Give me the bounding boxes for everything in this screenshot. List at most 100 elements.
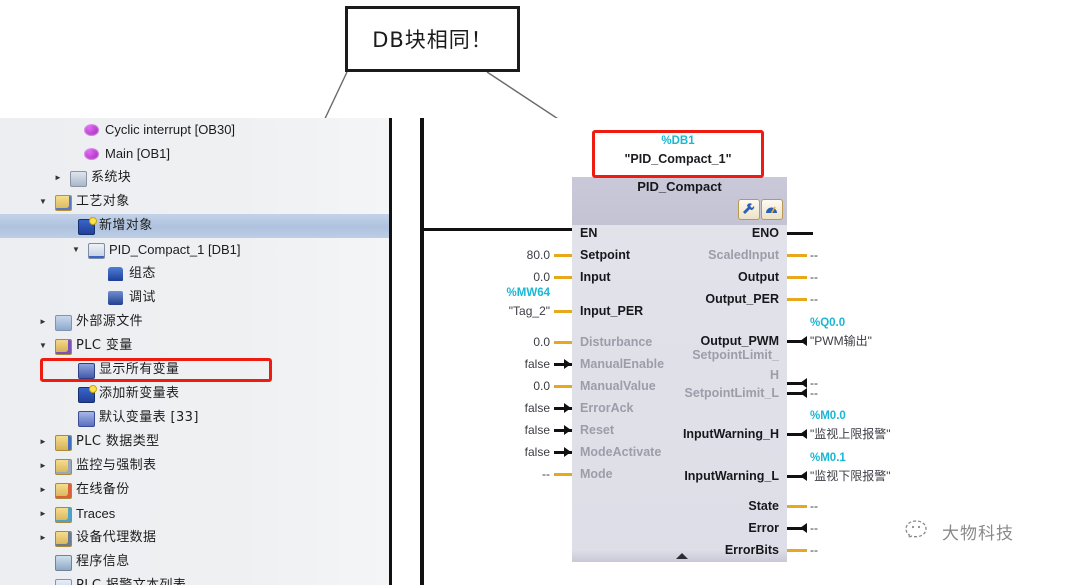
tree-item-label: 组态: [129, 266, 156, 281]
chevron-right-icon[interactable]: ►: [39, 317, 47, 326]
fb-output-pin-setpointlimit-h[interactable]: H: [769, 368, 779, 382]
project-tree-panel[interactable]: Cyclic interrupt [OB30]Main [OB1] ► 系统块 ▼工艺…: [0, 118, 392, 585]
fb-input-pin-input_per[interactable]: Input_PER: [580, 304, 644, 318]
input-arrow-icon: [564, 403, 571, 413]
chevron-down-icon[interactable]: ▼: [72, 245, 80, 254]
chevron-right-icon[interactable]: ►: [39, 437, 47, 446]
input-operand-value[interactable]: 0.0: [533, 270, 550, 284]
fb-input-pin-manualenable[interactable]: ManualEnable: [580, 357, 665, 371]
output-operand-value[interactable]: --: [810, 499, 818, 513]
expand-block-triangle-icon[interactable]: [676, 553, 688, 559]
tree-item-label: 系统块: [91, 170, 132, 185]
output-wire: [787, 382, 807, 385]
output-operand-value[interactable]: --: [810, 248, 818, 262]
input-operand-value[interactable]: 0.0: [533, 379, 550, 393]
output-operand-value[interactable]: --: [810, 270, 818, 284]
tree-item[interactable]: ▼工艺对象: [0, 190, 389, 214]
chevron-right-icon[interactable]: ►: [39, 485, 47, 494]
fb-output-pin-output[interactable]: Output: [738, 270, 779, 284]
tree-item[interactable]: ►Traces: [0, 502, 389, 526]
input-operand-value[interactable]: 80.0: [526, 248, 550, 262]
tree-item[interactable]: 程序信息: [0, 550, 389, 574]
fb-input-pin-disturbance[interactable]: Disturbance: [580, 335, 653, 349]
fb-output-pin-setpointlimit-l[interactable]: SetpointLimit_L: [684, 386, 779, 400]
fb-output-pin-output_pwm[interactable]: Output_PWM: [700, 334, 779, 348]
output-arrow-icon: [800, 429, 807, 439]
output-operand-value[interactable]: --: [810, 292, 818, 306]
input-operand-address: %MW64: [506, 287, 550, 299]
fb-output-pin-output_per[interactable]: Output_PER: [705, 292, 779, 306]
chevron-right-icon[interactable]: ►: [54, 173, 62, 182]
input-operand-value[interactable]: --: [542, 467, 550, 481]
output-operand-value[interactable]: --: [810, 386, 818, 400]
tree-item[interactable]: 默认变量表 [33]: [0, 406, 389, 430]
tree-item[interactable]: ▼PLC 变量: [0, 334, 389, 358]
input-wire: [554, 407, 572, 410]
fb-output-pin-inputwarning_h[interactable]: InputWarning_H: [682, 427, 779, 441]
program-info-icon: [55, 555, 72, 571]
chevron-right-icon[interactable]: ►: [39, 533, 47, 542]
power-rail: [420, 118, 424, 585]
tree-item[interactable]: ► 系统块: [0, 166, 389, 190]
fb-input-pin-en[interactable]: EN: [580, 226, 598, 240]
tree-item[interactable]: 新增对象: [0, 214, 389, 238]
fb-output-pin-eno[interactable]: ENO: [751, 226, 779, 240]
open-commissioning-button[interactable]: [761, 199, 783, 220]
input-operand-value[interactable]: false: [524, 445, 550, 459]
tree-item[interactable]: ► 在线备份: [0, 478, 389, 502]
output-operand-value[interactable]: "监视上限报警": [810, 427, 891, 441]
tree-item-label: PLC 数据类型: [76, 434, 160, 449]
fb-input-pin-modeactivate[interactable]: ModeActivate: [580, 445, 662, 459]
chevron-right-icon[interactable]: ►: [39, 509, 47, 518]
fb-input-pin-setpoint[interactable]: Setpoint: [580, 248, 630, 262]
input-wire: [554, 451, 572, 454]
fb-output-pin-inputwarning_l[interactable]: InputWarning_L: [684, 469, 779, 483]
tree-item[interactable]: ► 外部源文件: [0, 310, 389, 334]
chevron-right-icon[interactable]: ►: [39, 461, 47, 470]
tree-item[interactable]: PLC 报警文本列表: [0, 574, 389, 585]
tree-item[interactable]: 调试: [0, 286, 389, 310]
chevron-down-icon[interactable]: ▼: [39, 197, 47, 206]
tree-item[interactable]: ▼PID_Compact_1 [DB1]: [0, 238, 389, 262]
chevron-down-icon[interactable]: ▼: [39, 341, 47, 350]
tree-item-label: 外部源文件: [76, 314, 144, 329]
output-operand-value[interactable]: --: [810, 543, 818, 557]
tree-item-label: 在线备份: [76, 482, 130, 497]
output-operand-value[interactable]: "监视下限报警": [810, 469, 891, 483]
input-operand-value[interactable]: "Tag_2": [508, 304, 550, 318]
output-wire: [787, 527, 807, 530]
tree-item[interactable]: ► PLC 数据类型: [0, 430, 389, 454]
output-operand-address: %M0.1: [810, 452, 846, 464]
ob-icon: [84, 124, 99, 136]
watermark-text: 大物科技: [942, 523, 1014, 544]
output-operand-value[interactable]: --: [810, 521, 818, 535]
tree-item[interactable]: Main [OB1]: [0, 142, 389, 166]
fb-input-pin-mode[interactable]: Mode: [580, 467, 613, 481]
tree-item-label: 监控与强制表: [76, 458, 157, 473]
fb-output-pin-error[interactable]: Error: [748, 521, 779, 535]
tree-item[interactable]: 添加新变量表: [0, 382, 389, 406]
tree-item[interactable]: 显示所有变量: [0, 358, 389, 382]
pid-compact-db1-highlight-box: [40, 358, 272, 382]
fb-output-pin-state[interactable]: State: [748, 499, 779, 513]
tree-item[interactable]: Cyclic interrupt [OB30]: [0, 118, 389, 142]
output-arrow-icon: [800, 471, 807, 481]
input-arrow-icon: [564, 359, 571, 369]
input-operand-value[interactable]: false: [524, 357, 550, 371]
input-operand-value[interactable]: false: [524, 401, 550, 415]
tree-item[interactable]: ►设备代理数据: [0, 526, 389, 550]
fb-output-pin-errorbits[interactable]: ErrorBits: [724, 543, 779, 557]
output-operand-value[interactable]: "PWM输出": [810, 334, 872, 348]
output-operand-value[interactable]: --: [810, 376, 818, 390]
input-operand-value[interactable]: 0.0: [533, 335, 550, 349]
fb-input-pin-input[interactable]: Input: [580, 270, 611, 284]
fb-input-pin-manualvalue[interactable]: ManualValue: [580, 379, 656, 393]
open-configuration-button[interactable]: [738, 199, 760, 220]
fb-input-pin-reset[interactable]: Reset: [580, 423, 615, 437]
fb-input-pin-errorack[interactable]: ErrorAck: [580, 401, 634, 415]
fb-output-pin-scaledinput[interactable]: ScaledInput: [708, 248, 779, 262]
tree-item[interactable]: ► 监控与强制表: [0, 454, 389, 478]
tree-item[interactable]: 组态: [0, 262, 389, 286]
input-operand-value[interactable]: false: [524, 423, 550, 437]
